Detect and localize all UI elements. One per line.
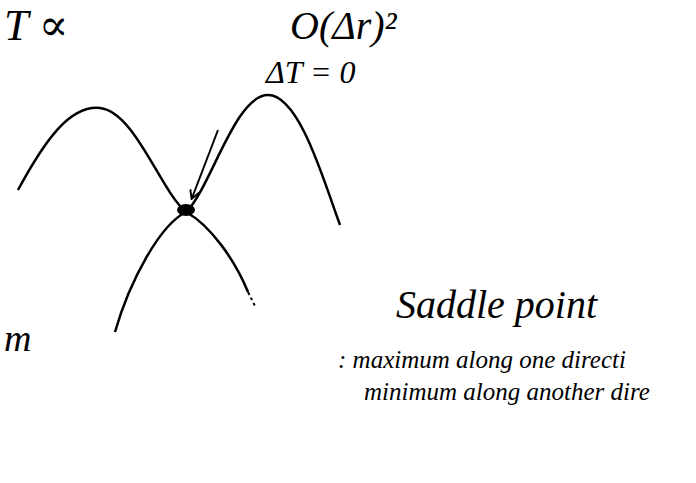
note-line: minimum along another dire — [364, 378, 650, 406]
cut-word: m — [4, 318, 31, 360]
max-curve — [18, 95, 340, 225]
saddle-point-dot — [177, 204, 195, 216]
min-curve-dash — [248, 292, 255, 306]
formula: T ∝ — [4, 2, 68, 50]
annotation: ΔT = 0 — [266, 55, 356, 90]
min-curve — [115, 212, 248, 332]
heading-note: Saddle point — [396, 283, 597, 327]
note-line: : maximum along one directi — [338, 346, 626, 374]
pointer-arrow — [192, 130, 218, 198]
formula: O(Δr)² — [290, 4, 397, 48]
